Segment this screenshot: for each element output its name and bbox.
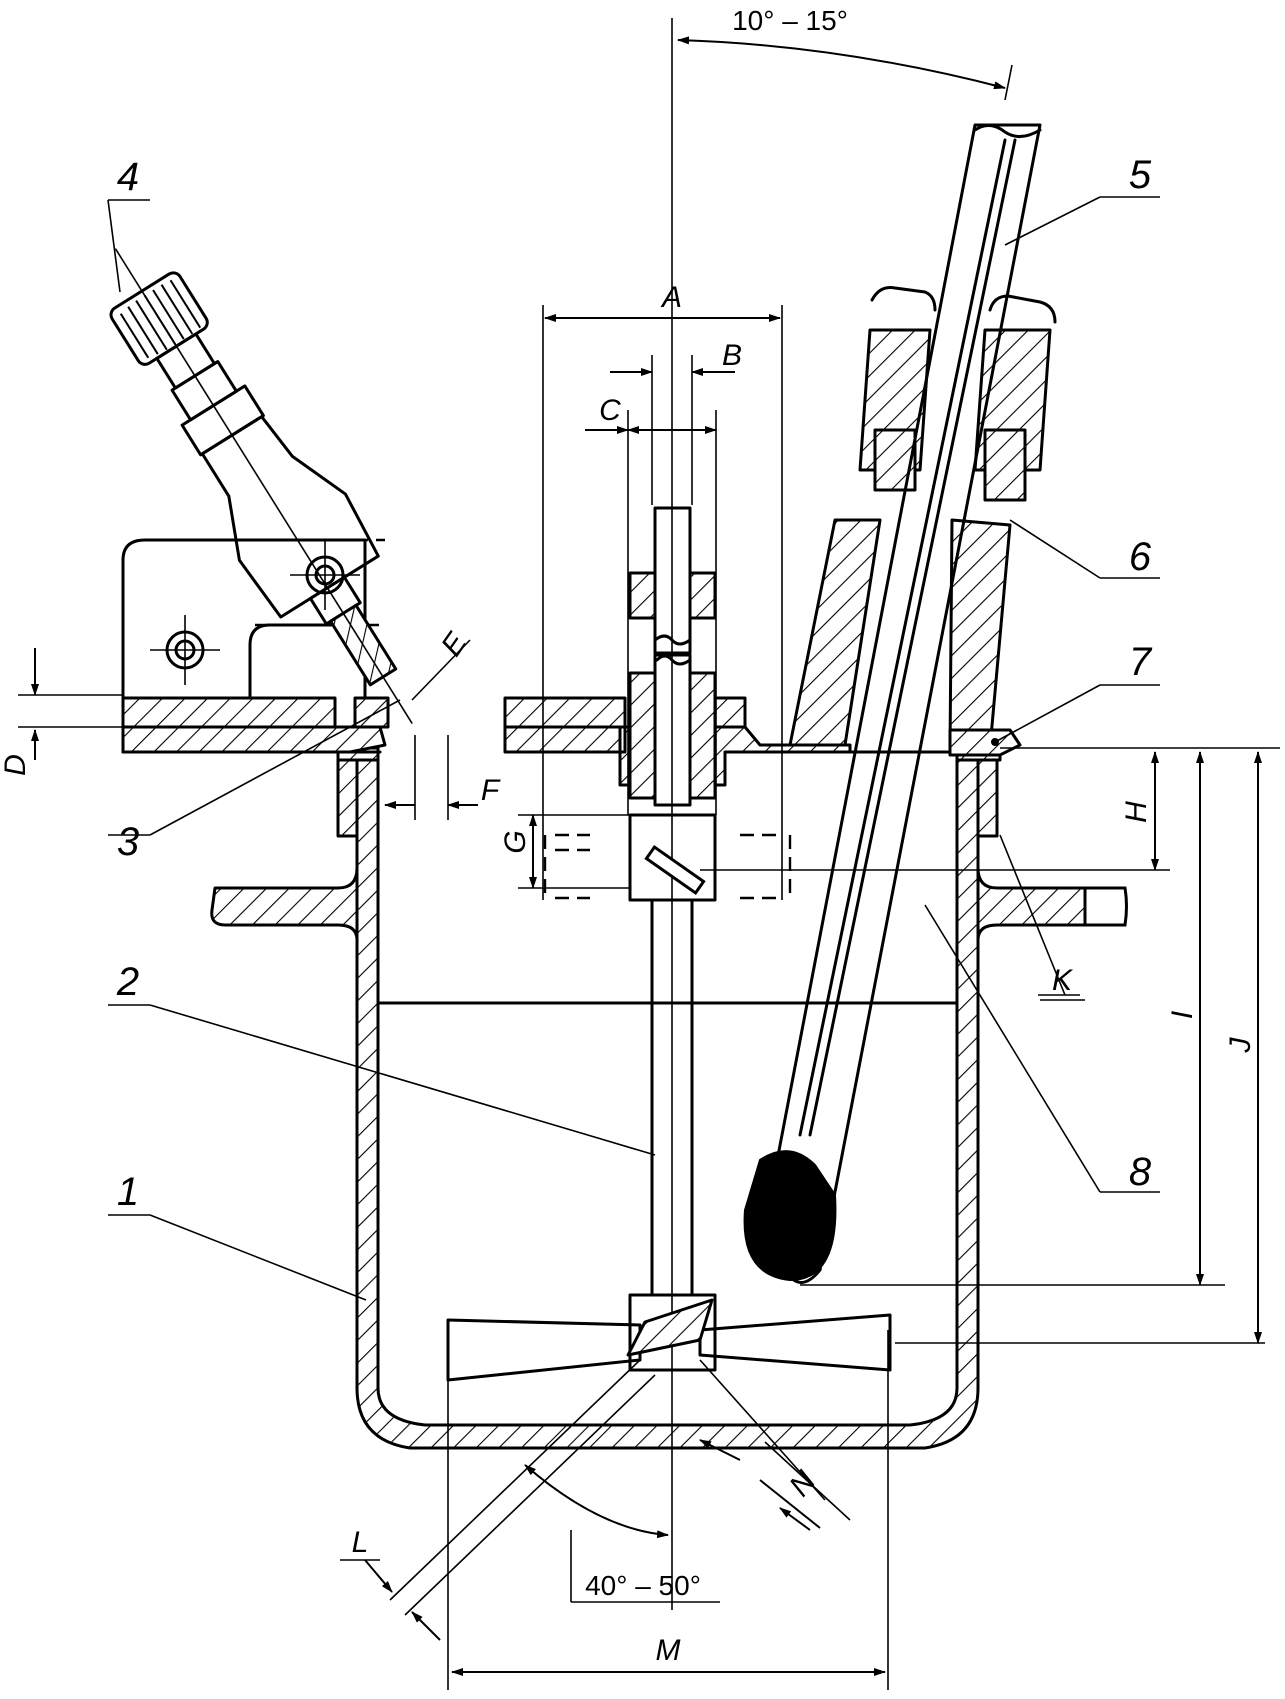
callout-6: 6 [1129,535,1152,579]
dim-A: A [660,281,682,314]
dim-H: H [1120,801,1153,823]
valve-assembly [109,248,413,724]
angle-bottom-label: 40° – 50° [585,1570,701,1601]
dim-N: N [783,1465,822,1503]
lid-plate [121,696,1002,787]
thermometer-assembly [743,123,1057,1284]
dim-L: L [352,1526,369,1559]
dim-J: J [1224,1037,1257,1054]
stirrer [446,506,892,1382]
callout-3: 3 [117,820,139,864]
dim-B: B [722,339,742,372]
callout-leaders [107,196,1160,1301]
dim-G: G [499,830,532,853]
callout-1: 1 [117,1170,139,1214]
callout-5: 5 [1129,153,1152,197]
callout-7: 7 [1129,640,1153,684]
dim-M: M [656,1634,681,1667]
callout-8: 8 [1129,1150,1152,1194]
callout-2: 2 [116,960,139,1004]
angle-top-label: 10° – 15° [732,5,848,36]
dim-K: K [1052,964,1074,997]
dimensions [18,36,1280,1690]
dim-I: I [1166,1011,1199,1019]
dim-D: D [0,754,32,776]
vessel [210,746,1128,1450]
dim-E: E [435,626,474,662]
callout-4: 4 [117,155,139,199]
dim-C: C [599,394,621,427]
dim-F: F [481,774,501,807]
